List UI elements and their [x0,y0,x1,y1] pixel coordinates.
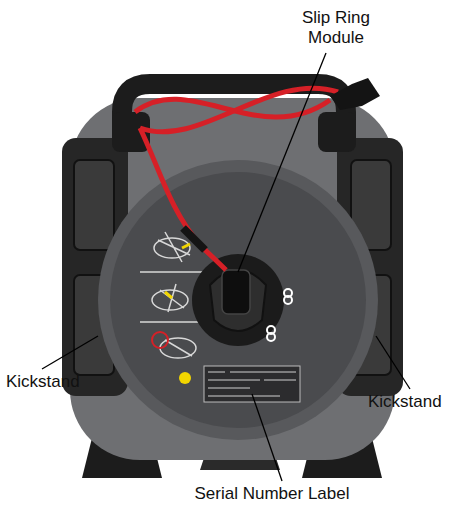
arrow-mark [182,244,190,248]
leader-line [42,336,98,369]
handle-mount [318,112,356,152]
leader-line [376,336,410,389]
part-label: Serial Number Label [195,484,350,504]
drum-rim [98,160,378,440]
kickstand-detail [74,160,114,250]
leader-line [252,394,282,481]
warning-dot [179,372,191,384]
serial-plate-lines [208,372,296,396]
cable-strain-relief [183,228,205,250]
serial-plate [204,366,300,402]
part-label: Kickstand [6,372,80,392]
cable-connector [330,78,380,110]
hub [192,254,284,346]
slip-ring-plug [222,270,250,314]
red-cable [135,88,338,270]
part-label: Slip Ring Module [277,8,395,48]
carry-handle [122,84,346,140]
leader-lines [42,53,410,481]
hub-detail [210,270,266,331]
arrow-mark [165,292,172,298]
prohibition-symbol [152,332,168,348]
part-label: Kickstand [368,392,442,412]
lock-icons [267,289,292,341]
drum-disc [110,172,366,428]
leader-line [238,53,326,272]
